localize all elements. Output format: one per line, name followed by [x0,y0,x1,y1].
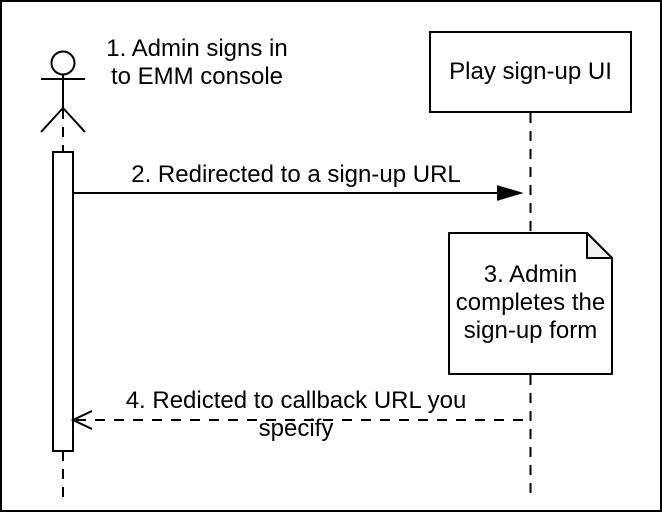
open-arrowhead-icon [70,410,93,430]
actor-left-leg [40,107,64,133]
message-arrow-step4 [70,410,525,430]
note-fold-icon [586,232,613,259]
activation-bar [52,151,74,452]
step4-message-label: 4. Redicted to callback URL you specify [125,387,467,442]
step1-label: 1. Admin signs in to EMM console [106,35,288,90]
play-signup-ui-label: Play sign-up UI [449,58,612,85]
play-signup-ui-box [429,31,632,113]
note-shape [448,232,613,375]
filled-arrowhead-icon [497,185,524,201]
step3-note-label: 3. Admin completes the sign-up form [455,261,606,344]
note-outline [448,232,613,375]
actor-right-leg [62,107,86,133]
message-arrow-step2 [73,185,524,201]
actor-icon [40,50,86,133]
step2-message-label: 2. Redirected to a sign-up URL [131,161,461,188]
actor-head [50,50,76,76]
